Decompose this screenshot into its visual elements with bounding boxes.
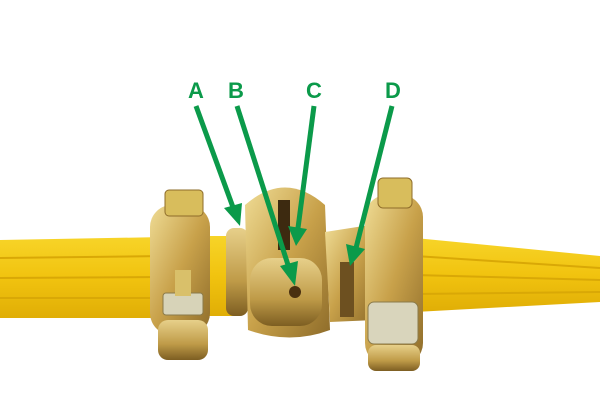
callout-label-d: D	[385, 78, 401, 103]
arrow-c	[288, 105, 317, 246]
coupling-collar	[226, 228, 248, 316]
callout-label-b: B	[228, 78, 244, 103]
callout-label-c: C	[306, 78, 322, 103]
arrow-a	[193, 105, 242, 226]
hose-left	[0, 237, 166, 318]
arrow-d	[346, 105, 395, 266]
left-hose-clamp	[150, 189, 210, 360]
hose-right	[414, 238, 600, 312]
callout-label-a: A	[188, 78, 204, 103]
arrow-b	[234, 105, 298, 286]
callout-arrows	[193, 105, 395, 286]
right-hose-clamp	[365, 177, 423, 371]
